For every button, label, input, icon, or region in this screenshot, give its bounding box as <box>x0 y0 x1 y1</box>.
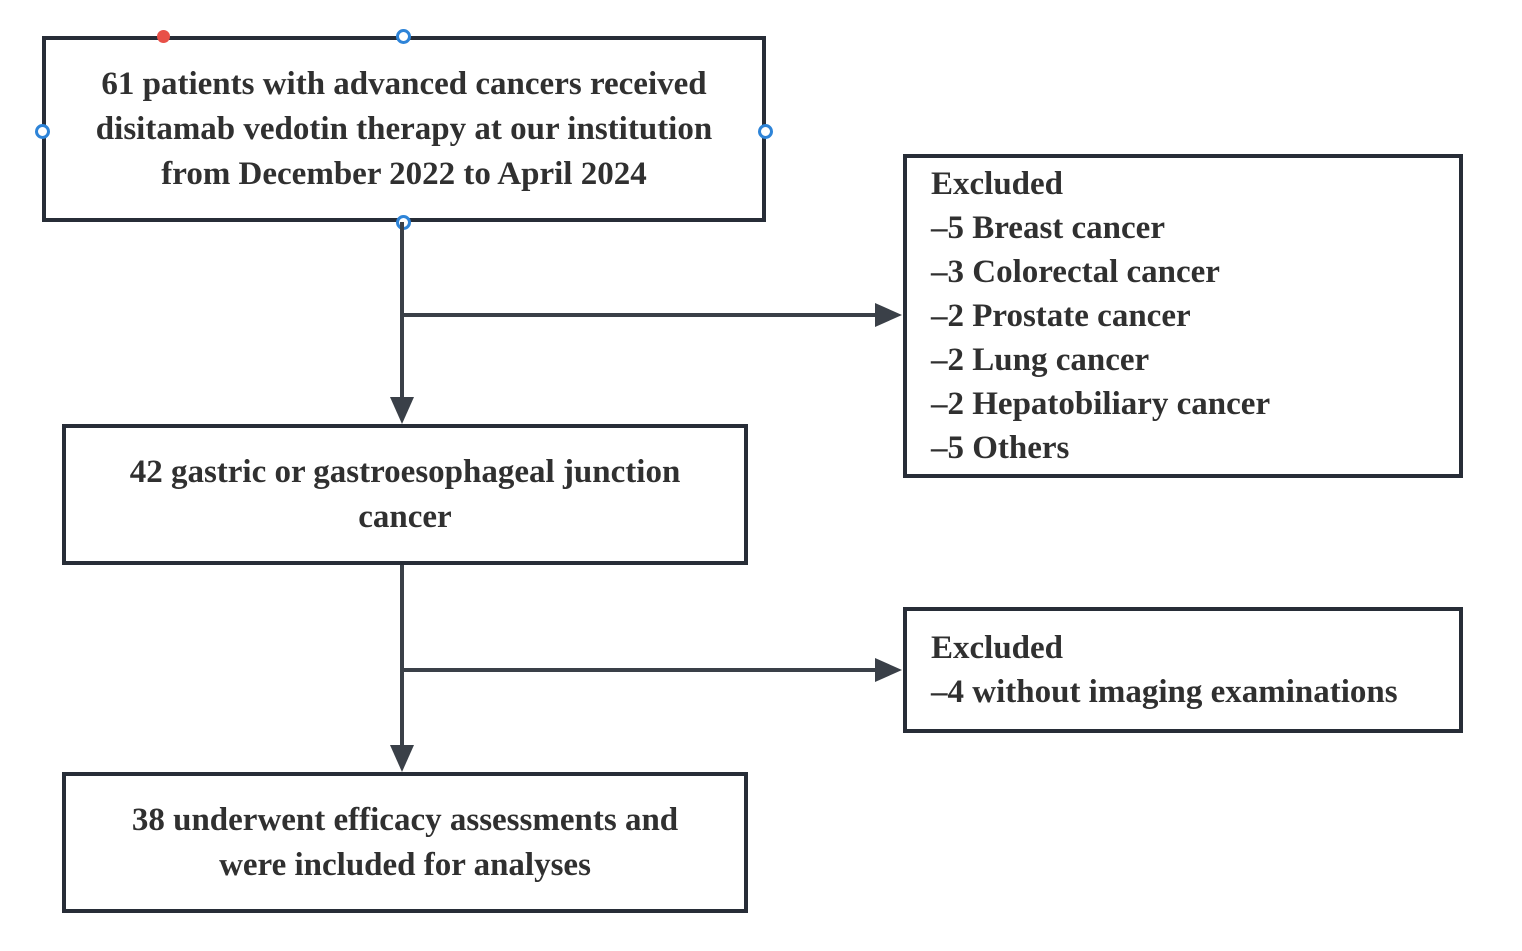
node-analyzed[interactable]: 38 underwent efficacy assessments and we… <box>62 772 748 913</box>
excluded-primary-item-lung: –2 Lung cancer <box>931 342 1150 378</box>
excluded-primary-title: Excluded <box>931 166 1064 202</box>
node-analyzed-line-1: 38 underwent efficacy assessments and <box>131 801 679 838</box>
arrow-line-enrolled-to-gastric <box>400 222 404 398</box>
excluded-primary-item-breast: –5 Breast cancer <box>931 210 1165 246</box>
selection-marker-red-dot[interactable] <box>157 30 170 43</box>
node-enrolled-line-3: from December 2022 to April 2024 <box>161 155 647 192</box>
node-enrolled-line-2: disitamab vedotin therapy at our institu… <box>95 110 713 147</box>
excluded-primary-item-colorectal: –3 Colorectal cancer <box>931 254 1220 290</box>
node-gastric-line-2: cancer <box>358 498 452 535</box>
arrowhead-down-to-gastric-icon <box>390 397 414 424</box>
excluded-primary-item-others: –5 Others <box>931 430 1070 466</box>
arrow-line-gastric-to-analyzed <box>400 565 404 747</box>
excluded-imaging-item-no-imaging: –4 without imaging examinations <box>931 674 1398 710</box>
arrow-line-branch-to-excluded-imaging <box>402 668 876 672</box>
selection-handle-right-middle[interactable] <box>758 124 773 139</box>
arrowhead-down-to-analyzed-icon <box>390 745 414 772</box>
selection-handle-top-center[interactable] <box>396 29 411 44</box>
excluded-imaging-title: Excluded <box>931 630 1064 666</box>
node-gastric[interactable]: 42 gastric or gastroesophageal junction … <box>62 424 748 565</box>
node-excluded-primary[interactable]: Excluded –5 Breast cancer –3 Colorectal … <box>903 154 1463 478</box>
node-gastric-line-1: 42 gastric or gastroesophageal junction <box>129 453 681 490</box>
node-enrolled-line-1: 61 patients with advanced cancers receiv… <box>101 65 707 102</box>
selection-handle-left-middle[interactable] <box>35 124 50 139</box>
excluded-primary-item-hepatobiliary: –2 Hepatobiliary cancer <box>931 386 1271 422</box>
excluded-primary-item-prostate: –2 Prostate cancer <box>931 298 1191 334</box>
node-analyzed-line-2: were included for analyses <box>219 846 591 883</box>
arrow-line-branch-to-excluded-primary <box>402 313 876 317</box>
arrowhead-right-to-excluded-primary-icon <box>875 303 902 327</box>
node-enrolled[interactable]: 61 patients with advanced cancers receiv… <box>42 36 766 222</box>
node-excluded-imaging[interactable]: Excluded –4 without imaging examinations <box>903 607 1463 733</box>
arrowhead-right-to-excluded-imaging-icon <box>875 658 902 682</box>
